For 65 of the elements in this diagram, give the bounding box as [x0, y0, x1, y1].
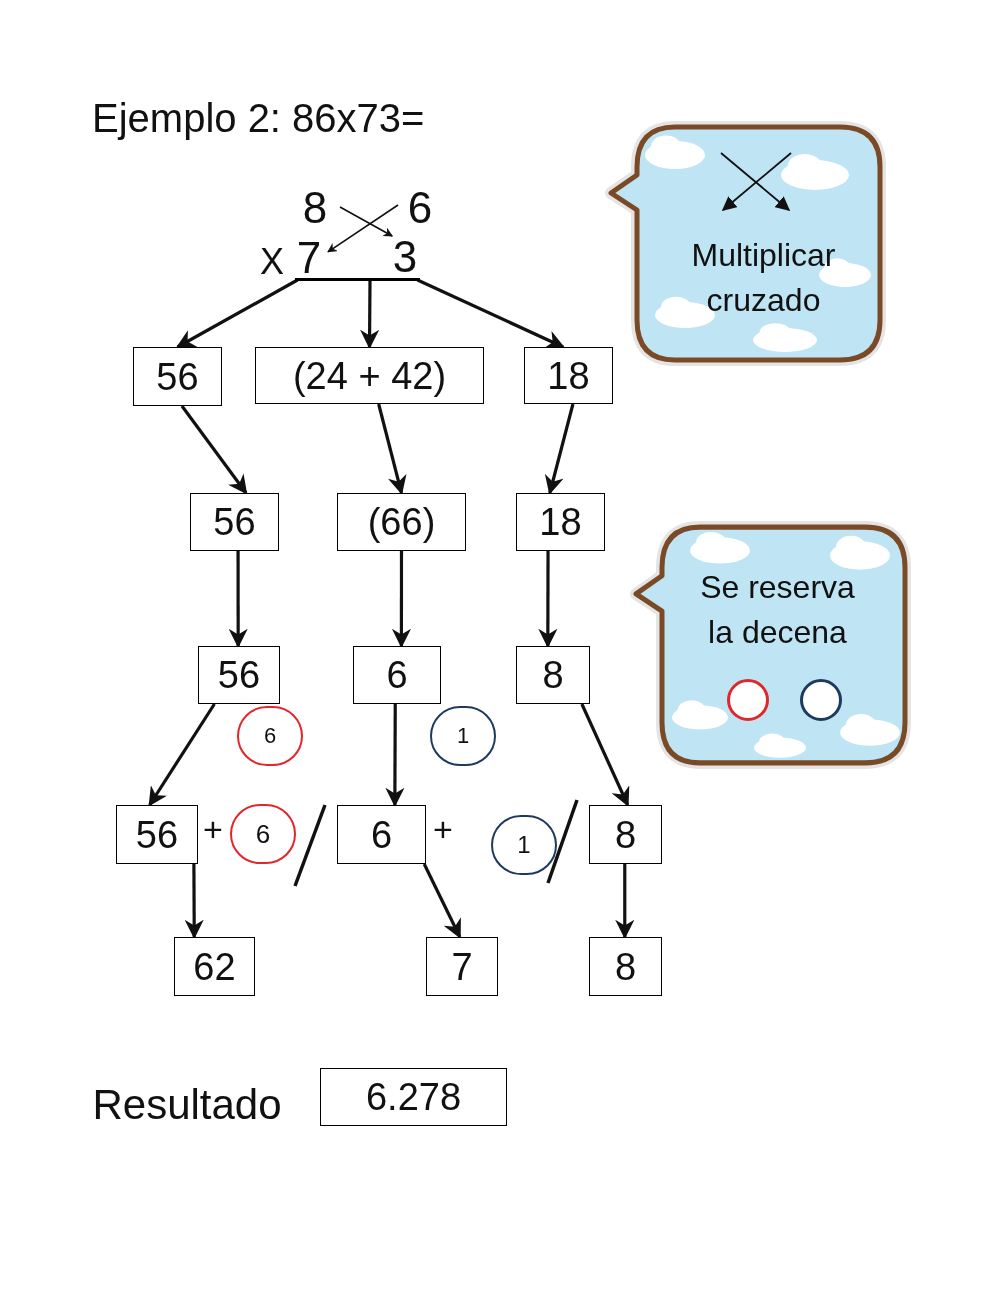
number-text: 6: [386, 656, 408, 694]
arrow: [422, 863, 462, 939]
number-text: 56: [156, 357, 199, 396]
number-box: [337, 493, 466, 551]
arrow: [385, 704, 405, 807]
underline-bar: [295, 278, 420, 281]
number-box: [255, 347, 484, 404]
carry-digit: 6: [263, 725, 277, 747]
number-text: 7: [451, 947, 473, 986]
math-sign: X: [259, 240, 285, 284]
number-text: 8: [614, 815, 637, 854]
bubble-text: Multiplicar cruzado: [690, 236, 837, 320]
number-text: 56: [213, 503, 256, 541]
arrow: [377, 403, 407, 495]
number-text: 8: [614, 947, 637, 986]
result-label: Resultado: [91, 1080, 283, 1130]
number-box: [353, 646, 441, 704]
number-text: 62: [193, 947, 236, 986]
number-box: [116, 805, 198, 864]
number-box: [320, 1068, 507, 1126]
number-box: [426, 937, 498, 996]
number-box: [589, 805, 662, 864]
number-text: 6: [370, 815, 393, 854]
arrow: [339, 206, 394, 237]
math-sign: +: [432, 809, 454, 850]
number-text: 6.278: [365, 1078, 462, 1116]
arrow: [580, 703, 630, 807]
arrow: [538, 551, 558, 648]
arrow: [416, 278, 565, 349]
number-box: [516, 646, 590, 704]
digit: 6: [407, 186, 433, 230]
arrow: [228, 551, 248, 648]
number-text: (66): [367, 503, 436, 541]
arrow: [184, 864, 204, 939]
arrow: [327, 204, 399, 253]
number-box: [190, 493, 279, 551]
arrow: [180, 405, 248, 495]
number-box: [589, 937, 662, 996]
number-box: [133, 347, 222, 406]
number-text: 18: [547, 356, 590, 395]
number-box: [174, 937, 255, 996]
number-text: 18: [539, 503, 582, 541]
title: Ejemplo 2: 86x73=: [92, 98, 425, 138]
math-sign: +: [202, 809, 224, 850]
arrow: [360, 281, 380, 349]
digit: 7: [296, 236, 322, 280]
number-text: 8: [542, 656, 564, 694]
number-text: 56: [135, 815, 179, 854]
carry-digit: 1: [517, 833, 531, 857]
carry-digit: 6: [255, 821, 271, 847]
arrow: [148, 703, 216, 807]
carry-digit: 1: [456, 725, 470, 747]
arrow: [615, 864, 635, 939]
number-box: [516, 493, 605, 551]
digit: 8: [302, 186, 328, 230]
number-box: [198, 646, 280, 704]
arrow: [544, 403, 575, 495]
number-text: (24 + 42): [292, 356, 447, 395]
number-box: [337, 805, 426, 864]
number-box: [524, 347, 613, 404]
number-text: 56: [217, 656, 261, 694]
arrow: [391, 551, 411, 648]
arrow: [175, 278, 299, 349]
digit: 3: [392, 235, 418, 279]
bubble-text: Se reserva la decena: [699, 568, 856, 652]
